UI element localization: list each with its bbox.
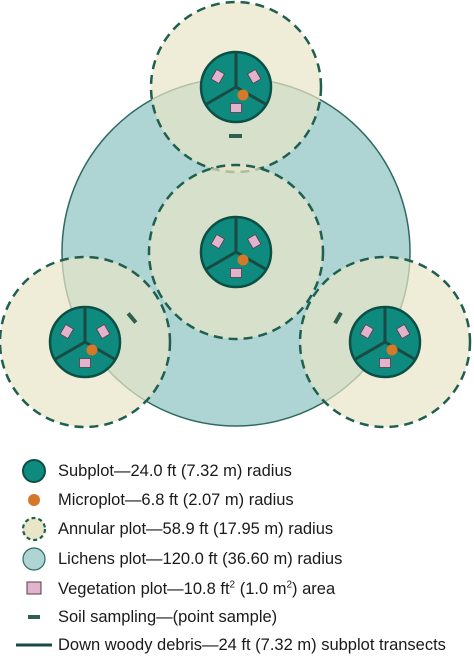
legend-row-microplot: Microplot—6.8 ft (2.07 m) radius [0,487,474,513]
legend-label-subplot: Subplot—24.0 ft (7.32 m) radius [58,462,292,480]
vegetation-plot-southwest-1 [95,323,111,340]
dwd-transect-southwest-3 [54,340,86,361]
lichens-plot-legend-icon [22,547,46,571]
vegetation-plot-southwest-3 [59,323,75,340]
legend-label-dwd: Down woody debris—24 ft (7.32 m) subplot… [58,636,446,654]
soil-sampling-legend-icon [28,615,40,619]
soil-sample-mark-west [126,312,138,324]
legend-row-annular: Annular plot—58.9 ft (17.95 m) radius [0,516,474,542]
vegetation-label-pre: Vegetation plot—10.8 ft [58,580,230,598]
legend-label-lichens: Lichens plot—120.0 ft (36.60 m) radius [58,550,343,568]
dwd-transect-north-2 [235,85,267,106]
dwd-transect-legend-icon [16,643,52,647]
plot-layout-diagram [0,0,472,429]
vegetation-plot-north-2 [230,103,242,113]
vegetation-plot-north-3 [210,68,226,85]
legend-row-vegetation: Vegetation plot—10.8 ft2 (1.0 m2) area [0,576,474,602]
soil-sample-mark-east [333,311,343,325]
vegetation-plot-center-2 [230,268,242,278]
vegetation-label-post: ) area [292,580,336,598]
legend-row-lichens: Lichens plot—120.0 ft (36.60 m) radius [0,546,474,572]
subplot-legend-icon [22,459,46,483]
legend-label-microplot: Microplot—6.8 ft (2.07 m) radius [58,491,294,509]
dwd-transect-southeast-3 [354,340,386,361]
legend-row-soil: Soil sampling—(point sample) [0,604,474,630]
vegetation-plot-center-1 [246,233,262,250]
soil-sample-mark-north [229,134,242,138]
vegetation-plot-north-1 [246,68,262,85]
legend-row-dwd: Down woody debris—24 ft (7.32 m) subplot… [0,632,474,658]
legend-label-annular: Annular plot—58.9 ft (17.95 m) radius [58,520,334,538]
microplot-southeast [386,344,398,356]
microplot-southwest [86,344,98,356]
dwd-transect-center-2 [235,250,267,271]
vegetation-label-sup2: 2 [286,579,293,591]
dwd-transect-southwest-2 [84,340,116,361]
vegetation-plot-southeast-3 [359,323,375,340]
legend-label-vegetation: Vegetation plot—10.8 ft2 (1.0 m2) area [58,578,335,600]
vegetation-plot-southeast-1 [395,323,411,340]
microplot-north [237,89,249,101]
annular-plot-legend-icon [21,516,47,542]
dwd-transect-southeast-2 [384,340,416,361]
vegetation-plot-southeast-2 [379,358,391,368]
vegetation-label-mid: (1.0 m [235,580,287,598]
legend: Subplot—24.0 ft (7.32 m) radius Microplo… [0,452,474,660]
vegetation-label-sup1: 2 [229,579,236,591]
vegetation-plot-center-3 [210,233,226,250]
vegetation-plot-legend-icon [26,581,42,595]
vegetation-plot-southwest-2 [79,358,91,368]
dwd-transect-north-3 [205,85,237,106]
legend-row-subplot: Subplot—24.0 ft (7.32 m) radius [0,458,474,484]
microplot-center [237,254,249,266]
legend-label-soil: Soil sampling—(point sample) [58,608,278,626]
dwd-transect-center-3 [205,250,237,271]
microplot-legend-icon [28,494,40,506]
